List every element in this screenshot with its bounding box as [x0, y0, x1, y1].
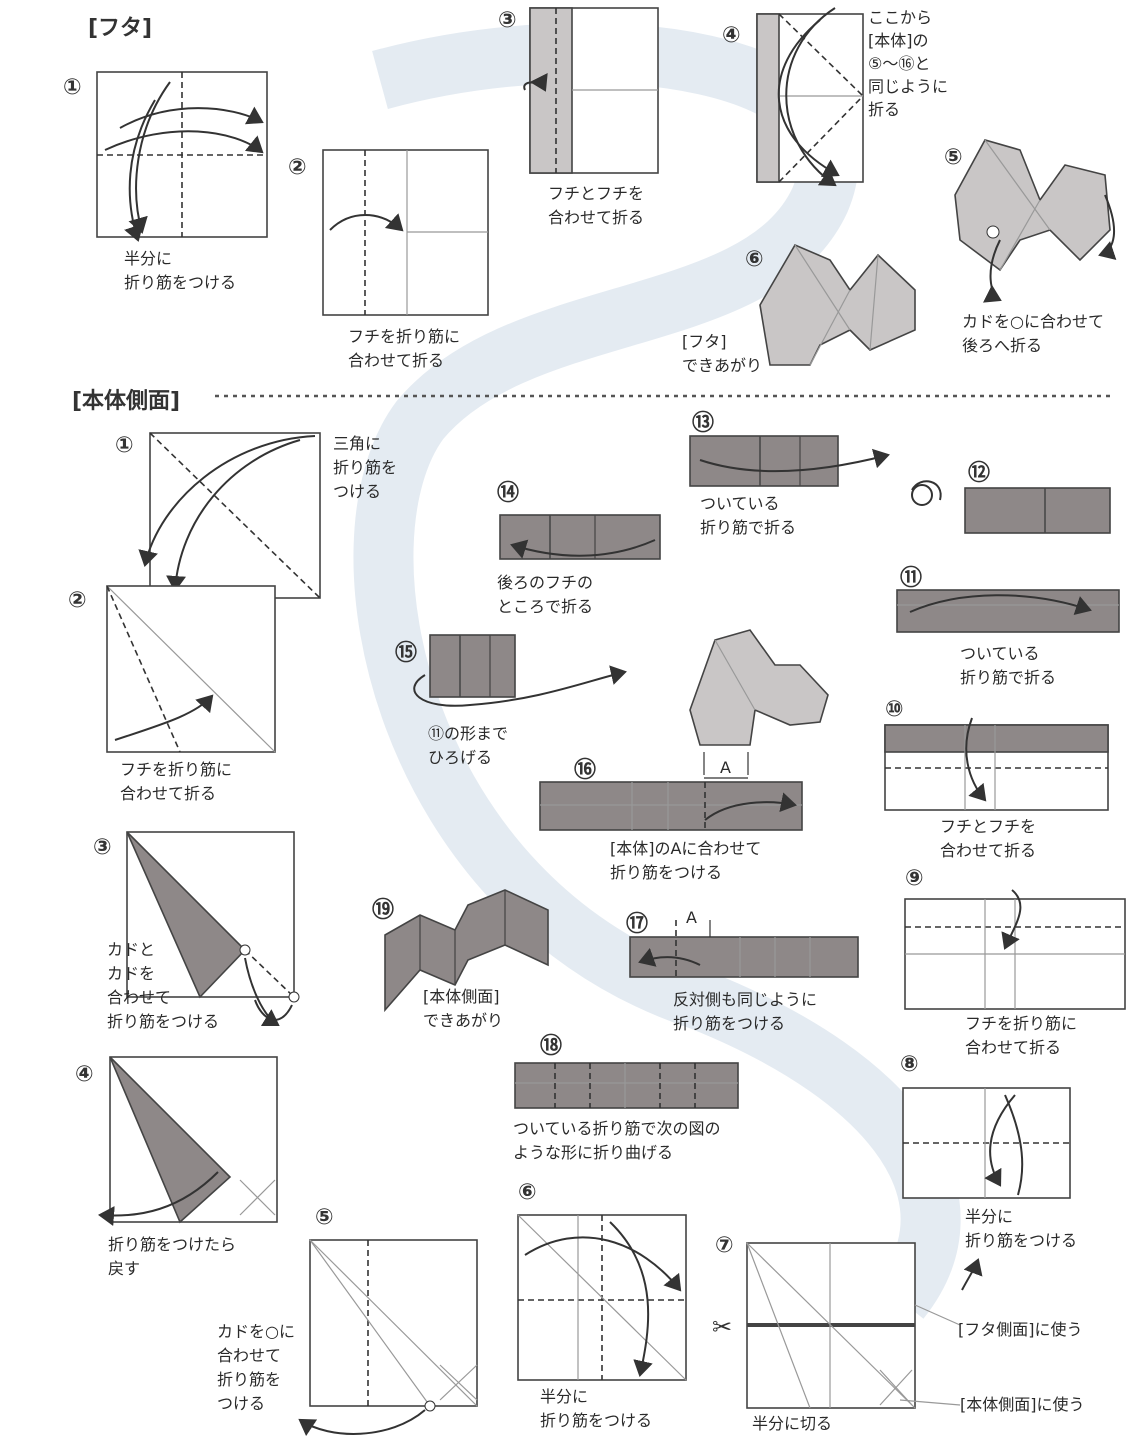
hontai-step-caption: 後ろのフチの ところで折る — [497, 573, 594, 616]
hontai-step4-diagram — [98, 1056, 278, 1227]
futa-step-caption: カドを○に合わせて 後ろへ折る — [962, 312, 1104, 355]
marker-a: A — [720, 758, 731, 777]
hontai-step-number: ① — [115, 433, 134, 458]
hontai-step-caption: ついている 折り筋で折る — [960, 644, 1057, 687]
hontai-step-number: ⑬ — [692, 411, 715, 436]
futa-step-caption: [フタ] できあがり — [682, 332, 763, 375]
hontai-step-caption: ついている 折り筋で折る — [700, 494, 797, 537]
hontai-step18-diagram — [514, 1062, 739, 1109]
hontai-step1-diagram — [138, 432, 321, 599]
hontai-step-caption: 反対側も同じように 折り筋をつける — [673, 990, 818, 1033]
hontai-step3-diagram — [126, 831, 300, 1027]
futa-step-number: ② — [288, 155, 307, 180]
hontai-step-number: ⑧ — [900, 1052, 919, 1077]
hontai-step-caption: フチとフチを 合わせて折る — [940, 817, 1037, 860]
hontai-step-number: ③ — [93, 835, 112, 860]
hontai-step5-diagram — [298, 1239, 478, 1437]
hontai-side-label: [本体側面]に使う — [960, 1395, 1085, 1414]
hontai-step-number: ⑪ — [900, 566, 923, 591]
hontai-step-number: ⑯ — [574, 758, 597, 783]
hontai-step-caption: 半分に 折り筋をつける — [965, 1207, 1078, 1250]
futa-step-number: ① — [63, 75, 82, 100]
hontai-step11-diagram — [896, 589, 1120, 633]
futa-step-caption: ここから [本体]の ⑤〜⑯と 同じように 折る — [868, 8, 949, 119]
section-title-hontai: [本体側面] — [72, 389, 181, 414]
marker-a: A — [686, 908, 697, 927]
futa-step4-diagram — [756, 7, 864, 187]
futa-step2-diagram — [322, 149, 489, 316]
hontai-step7-diagram: ✂ — [712, 1242, 983, 1409]
hontai-step-number: ⑰ — [626, 912, 649, 937]
hontai-step15-diagram — [413, 634, 627, 707]
hontai-step-number: ⑩ — [885, 697, 904, 722]
hontai-step-caption: フチを折り筋に 合わせて折る — [120, 760, 233, 803]
hontai-step13-diagram — [689, 435, 890, 487]
hontai-step6-diagram — [517, 1214, 687, 1381]
hontai-step16-diagram — [539, 629, 829, 831]
hontai-step-number: ⑫ — [968, 461, 991, 486]
hontai-step17-diagram — [629, 920, 859, 978]
hontai-step19-diagram — [384, 889, 549, 1013]
hontai-step9-diagram — [904, 889, 1126, 1010]
hontai-step-number: ⑨ — [905, 866, 924, 891]
section-title-futa: [フタ] — [88, 16, 153, 41]
hontai-step-caption: 半分に 折り筋をつける — [540, 1387, 653, 1430]
hontai-step10-diagram — [884, 717, 1109, 811]
futa-step-caption: フチを折り筋に 合わせて折る — [348, 327, 461, 370]
futa-step-caption: フチとフチを 合わせて折る — [548, 184, 645, 227]
hontai-step14-diagram — [499, 514, 661, 560]
futa-step-number: ③ — [498, 8, 517, 33]
hontai-step-caption: フチを折り筋に 合わせて折る — [965, 1014, 1078, 1057]
hontai-step-caption: ついている折り筋で次の図の ような形に折り曲げる — [513, 1119, 721, 1162]
futa-step6-diagram — [759, 243, 916, 366]
hontai-step2-diagram — [106, 585, 276, 753]
hontai-step-number: ② — [68, 588, 87, 613]
hontai-step-number: ⑤ — [315, 1205, 334, 1230]
futa-step-number: ④ — [722, 23, 741, 48]
hontai-step-caption: 三角に 折り筋を つける — [333, 434, 398, 501]
hontai-step-number: ⑦ — [715, 1233, 734, 1258]
hontai-step-caption: カドを○に 合わせて 折り筋を つける — [217, 1322, 295, 1413]
hontai-step-caption: 折り筋をつけたら 戻す — [108, 1235, 237, 1278]
hontai-step-number: ⑮ — [395, 641, 418, 666]
hontai-step8-diagram — [902, 1087, 1071, 1199]
hontai-step12-diagram — [911, 480, 1111, 534]
hontai-step-number: ④ — [75, 1062, 94, 1087]
hontai-step-caption: [本体]のAに合わせて 折り筋をつける — [610, 839, 762, 882]
futa-step1-diagram — [96, 71, 268, 242]
hontai-step-caption: ⑪の形まで ひろげる — [428, 724, 509, 767]
hontai-step-caption: カドと カドを 合わせて 折り筋をつける — [107, 940, 220, 1031]
futa-step5-diagram — [954, 139, 1117, 303]
hontai-step-number: ⑲ — [372, 898, 395, 923]
hontai-step-number: ⑱ — [540, 1034, 563, 1059]
futa-side-label: [フタ側面]に使う — [958, 1320, 1083, 1339]
futa-step-number: ⑥ — [745, 247, 764, 272]
svg-text:✂: ✂ — [712, 1313, 732, 1341]
hontai-step-caption: 半分に切る — [752, 1414, 833, 1433]
hontai-step-number: ⑭ — [497, 481, 520, 506]
hontai-step-caption: [本体側面] できあがり — [423, 987, 504, 1030]
futa-step3-diagram — [523, 7, 659, 174]
futa-step-number: ⑤ — [944, 145, 963, 170]
futa-step-caption: 半分に 折り筋をつける — [124, 249, 237, 292]
hontai-step-number: ⑥ — [518, 1180, 537, 1205]
